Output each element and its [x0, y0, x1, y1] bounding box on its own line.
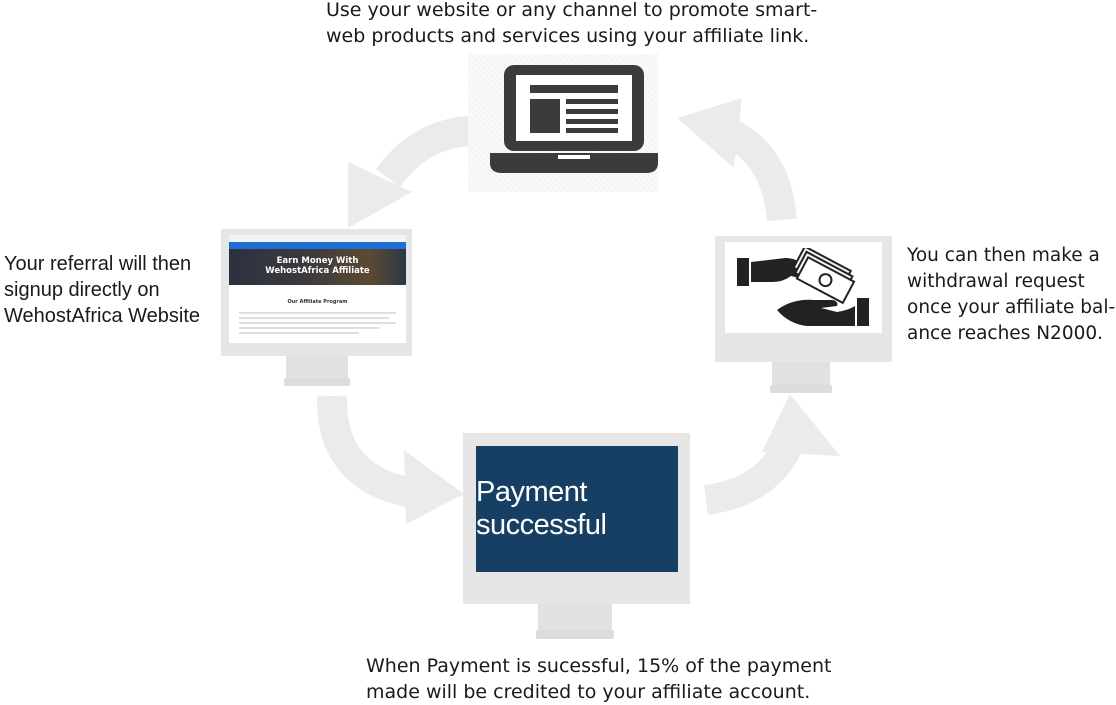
caption-referral: Your referral will then signup directly …: [4, 253, 201, 327]
laptop-icon: [490, 65, 658, 173]
payment-success-screen: Payment successful: [476, 446, 678, 572]
site-text-line: [239, 327, 379, 329]
site-text-line: [239, 322, 396, 324]
caption-withdrawal: You can then make a withdrawal request o…: [907, 245, 1116, 344]
site-section-title: Our Affiliate Program: [287, 299, 348, 305]
payment-success-text: Payment successful: [476, 476, 607, 541]
arrow-bottom-right-icon: [703, 394, 840, 515]
caption-promote: Use your website or any channel to promo…: [326, 0, 818, 47]
site-header: [229, 235, 406, 242]
site-nav-bar: [229, 242, 406, 249]
site-hero: Earn Money With WehostAfrica Affiliate: [229, 249, 406, 285]
affiliate-website-screenshot: Earn Money With WehostAfrica Affiliate O…: [229, 235, 406, 343]
site-text-line: [239, 317, 389, 319]
hero-title-line1: Earn Money With: [276, 256, 359, 266]
arrow-bottom-left-icon: [316, 395, 464, 524]
site-text-line: [239, 312, 396, 314]
hand-money-icon: [737, 248, 869, 326]
site-text-line: [239, 332, 359, 334]
arrow-top-right-icon: [677, 98, 797, 222]
hero-title-line2: WehostAfrica Affiliate: [265, 266, 370, 276]
caption-payment-credit: When Payment is sucessful, 15% of the pa…: [366, 655, 832, 703]
